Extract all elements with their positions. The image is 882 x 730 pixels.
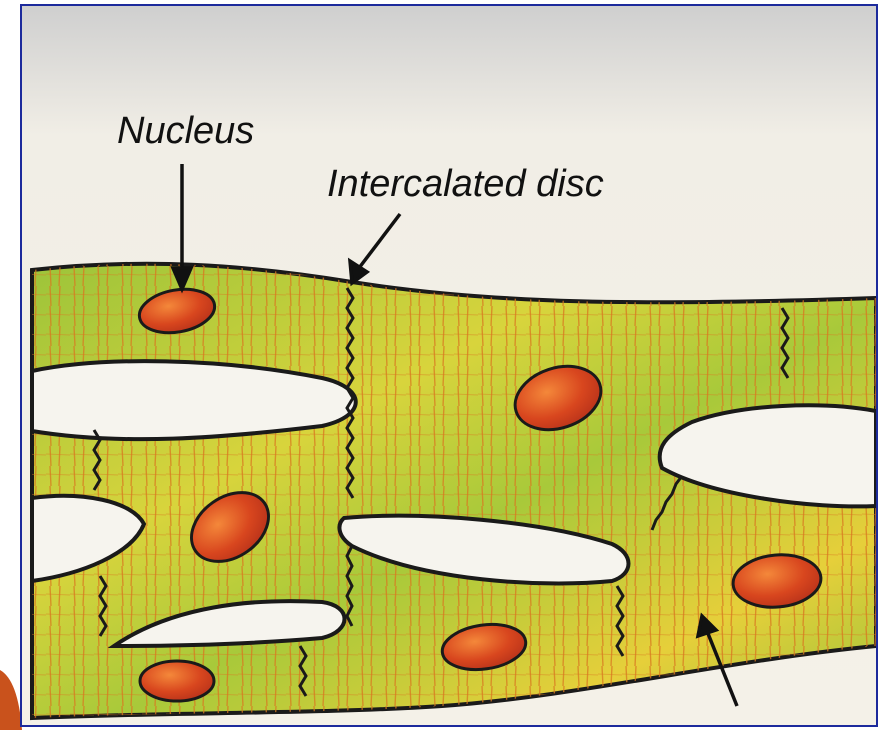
nucleus-label: Nucleus	[117, 110, 254, 152]
intercalated-disc-label: Intercalated disc	[327, 163, 604, 205]
cardiac-muscle-diagram: Nucleus Intercalated disc	[22, 6, 876, 725]
nucleus-6	[140, 661, 214, 701]
left-margin	[0, 0, 20, 730]
diagram-frame: Nucleus Intercalated disc	[20, 4, 878, 727]
